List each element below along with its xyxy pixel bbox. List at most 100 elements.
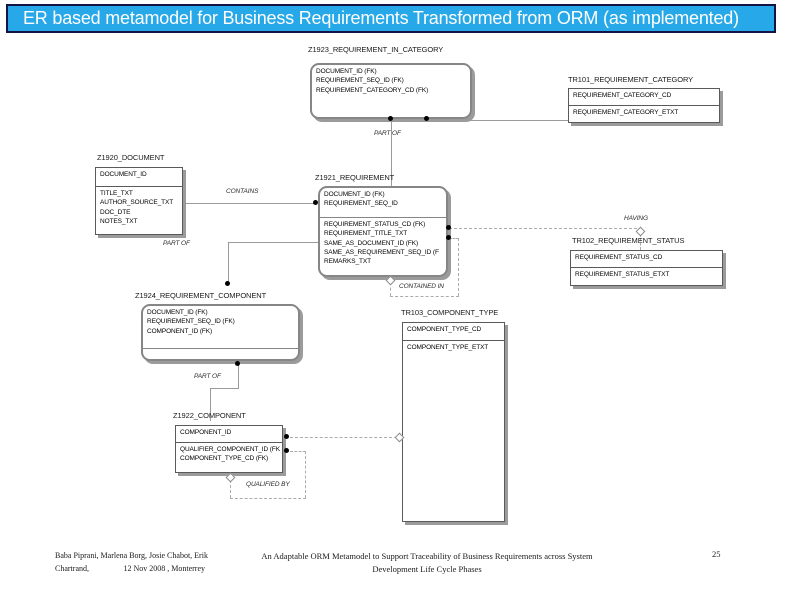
cardinality-dot <box>284 448 289 453</box>
footer-title-line2: Development Life Cycle Phases <box>372 563 482 574</box>
slide-title: ER based metamodel for Business Requirem… <box>23 8 739 28</box>
cardinality-dot <box>313 200 318 205</box>
connector-z1921-tr102-v <box>640 234 641 250</box>
connector-z1921-recursive-v1 <box>458 238 459 296</box>
attribute-row: COMPONENT_TYPE_ETXT <box>407 344 489 351</box>
attr-section: QUALIFIER_COMPONENT_ID (FK COMPONENT_TYPE… <box>176 443 282 464</box>
attribute-row: REQUIREMENT_CATEGORY_CD (FK) <box>316 86 429 94</box>
attribute-row: REQUIREMENT_TITLE_TXT <box>324 230 408 238</box>
attribute-row: COMPONENT_ID <box>180 429 232 436</box>
attribute-row: DOCUMENT_ID (FK) <box>324 191 385 198</box>
cardinality-dot <box>388 116 393 121</box>
optional-diamond <box>635 226 646 237</box>
entity-title: TR103_COMPONENT_TYPE <box>401 308 499 317</box>
attribute-row: DOCUMENT_ID (FK) <box>147 309 208 316</box>
entity-title: TR101_REQUIREMENT_CATEGORY <box>568 75 694 84</box>
entity-title: Z1922_COMPONENT <box>173 411 246 420</box>
attribute-row: SAME_AS_DOCUMENT_ID (FK) <box>324 239 419 247</box>
pk-section: REQUIREMENT_STATUS_CD <box>571 251 722 268</box>
attribute-row: DOC_DTE <box>100 208 131 216</box>
connector-z1921-z1924-v <box>228 242 229 283</box>
attribute-row: REQUIREMENT_STATUS_ETXT <box>575 271 670 278</box>
attribute-row: REQUIREMENT_CATEGORY_ETXT <box>573 109 679 116</box>
attribute-row: DOCUMENT_ID <box>100 171 147 178</box>
entity-tr102: TR102_REQUIREMENT_STATUS REQUIREMENT_STA… <box>570 236 723 286</box>
footer-authors-line2: Chartrand, 12 Nov 2008 , Monterrey <box>55 563 205 576</box>
connector-z1921-z1924-h <box>228 242 320 243</box>
pk-section: DOCUMENT_ID (FK) REQUIREMENT_SEQ_ID <box>320 188 446 218</box>
cardinality-dot <box>225 281 230 286</box>
attribute-row: REQUIREMENT_CATEGORY_CD <box>573 92 672 99</box>
attribute-row: SAME_AS_REQUIREMENT_SEQ_ID (F <box>324 248 439 256</box>
pk-section: DOCUMENT_ID (FK) REQUIREMENT_SEQ_ID (FK)C… <box>143 306 298 349</box>
pk-section: COMPONENT_TYPE_CD <box>403 323 504 341</box>
attr-section: REQUIREMENT_STATUS_ETXT <box>571 268 722 279</box>
entity-box: DOCUMENT_ID (FK) REQUIREMENT_SEQ_ID (FK)R… <box>310 63 472 119</box>
pk-section: DOCUMENT_ID <box>96 168 182 187</box>
optional-diamond <box>385 275 396 286</box>
attribute-row: REQUIREMENT_SEQ_ID (FK) <box>147 318 235 326</box>
attribute-row: COMPONENT_TYPE_CD (FK) <box>180 455 269 463</box>
relationship-label-contained-in: CONTAINED IN <box>399 283 444 290</box>
connector-z1921-tr102 <box>449 228 637 229</box>
connector-z1922-recursive-h2 <box>230 498 306 499</box>
connector-z1924-z1922-h <box>210 388 239 389</box>
connector-z1924-z1922-v1 <box>238 364 239 389</box>
pk-section: REQUIREMENT_CATEGORY_CD <box>569 89 719 106</box>
pk-section: COMPONENT_ID <box>176 426 282 443</box>
connector-z1920-z1921 <box>183 203 316 204</box>
footer-authors: Baba Piprani, Marlena Borg, Josie Chabot… <box>55 550 208 576</box>
connector-z1921-recursive-h1 <box>449 238 459 239</box>
attr-section <box>143 349 298 351</box>
connector-z1921-recursive-v2 <box>390 282 391 296</box>
entity-z1922: Z1922_COMPONENT COMPONENT_ID QUALIFIER_C… <box>173 411 283 473</box>
footer-authors-line1: Baba Piprani, Marlena Borg, Josie Chabot… <box>55 551 208 560</box>
attribute-row: REQUIREMENT_SEQ_ID <box>324 200 398 208</box>
page-number: 25 <box>712 549 721 559</box>
footer-author-last: Chartrand, <box>55 563 89 573</box>
attr-section: REQUIREMENT_STATUS_CD (FK)REQUIREMENT_TI… <box>320 218 446 266</box>
connector-z1922-recursive-v1 <box>305 451 306 498</box>
pk-section: DOCUMENT_ID (FK) REQUIREMENT_SEQ_ID (FK)R… <box>312 65 470 117</box>
relationship-label-part-of-category: PART OF <box>374 130 401 137</box>
optional-diamond <box>225 472 236 483</box>
entity-box: REQUIREMENT_CATEGORY_CD REQUIREMENT_CATE… <box>568 88 720 123</box>
relationship-label-part-of-requirement: PART OF <box>163 240 190 247</box>
entity-title: Z1924_REQUIREMENT_COMPONENT <box>135 291 267 300</box>
cardinality-dot <box>446 225 451 230</box>
entity-title: Z1920_DOCUMENT <box>97 153 165 162</box>
connector-z1921-recursive-h2 <box>390 296 459 297</box>
attribute-row: DOCUMENT_ID (FK) <box>316 68 377 75</box>
footer-date-location: 12 Nov 2008 , Monterrey <box>123 563 205 573</box>
footer-title: An Adaptable ORM Metamodel to Support Tr… <box>237 550 617 575</box>
cardinality-dot <box>446 235 451 240</box>
attribute-row: TITLE_TXT <box>100 190 133 197</box>
relationship-label-having: HAVING <box>624 215 648 222</box>
attribute-row: COMPONENT_ID (FK) <box>147 327 213 335</box>
connector-tr103-z1922 <box>290 437 397 438</box>
relationship-label-contains: CONTAINS <box>226 188 259 195</box>
entity-box: COMPONENT_TYPE_CD COMPONENT_TYPE_ETXT <box>402 322 505 522</box>
attribute-row: QUALIFIER_COMPONENT_ID (FK <box>180 446 280 453</box>
attr-section: REQUIREMENT_CATEGORY_ETXT <box>569 106 719 117</box>
cardinality-dot <box>284 434 289 439</box>
entity-tr101: TR101_REQUIREMENT_CATEGORY REQUIREMENT_C… <box>568 75 720 123</box>
connector-z1922-recursive-v2 <box>230 480 231 498</box>
attribute-row: AUTHOR_SOURCE_TXT <box>100 199 174 207</box>
entity-box: COMPONENT_ID QUALIFIER_COMPONENT_ID (FK C… <box>175 425 283 473</box>
entity-title: Z1921_REQUIREMENT <box>315 173 395 182</box>
entity-title: Z1923_REQUIREMENT_IN_CATEGORY <box>308 45 444 54</box>
attribute-row: REQUIREMENT_SEQ_ID (FK) <box>316 77 404 85</box>
cardinality-dot <box>424 116 429 121</box>
entity-z1923: Z1923_REQUIREMENT_IN_CATEGORY DOCUMENT_I… <box>308 45 472 119</box>
entity-title: TR102_REQUIREMENT_STATUS <box>572 236 685 245</box>
attribute-row: COMPONENT_TYPE_CD <box>407 326 482 333</box>
entity-box: DOCUMENT_ID (FK) REQUIREMENT_SEQ_ID REQUI… <box>318 186 448 277</box>
entity-z1924: Z1924_REQUIREMENT_COMPONENT DOCUMENT_ID … <box>135 291 300 361</box>
entity-z1920: Z1920_DOCUMENT DOCUMENT_ID TITLE_TXT AUTH… <box>95 153 183 235</box>
relationship-label-qualified-by: QUALIFIED BY <box>246 481 290 488</box>
attribute-row: REMARKS_TXT <box>324 258 371 266</box>
